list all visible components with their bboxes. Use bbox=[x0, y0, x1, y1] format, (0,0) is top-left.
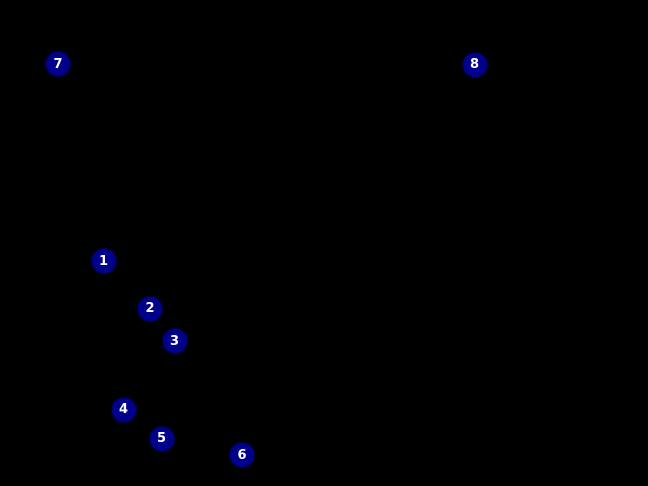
som-marker-6[interactable]: 6 bbox=[230, 443, 254, 467]
som-marker-7[interactable]: 7 bbox=[46, 52, 70, 76]
som-marker-2[interactable]: 2 bbox=[138, 296, 162, 321]
som-marker-5[interactable]: 5 bbox=[149, 426, 174, 451]
som-marker-4[interactable]: 4 bbox=[111, 397, 136, 422]
som-marker-1[interactable]: 1 bbox=[91, 249, 116, 273]
som-marker-3[interactable]: 3 bbox=[162, 329, 187, 353]
som-marker-8[interactable]: 8 bbox=[462, 52, 487, 77]
